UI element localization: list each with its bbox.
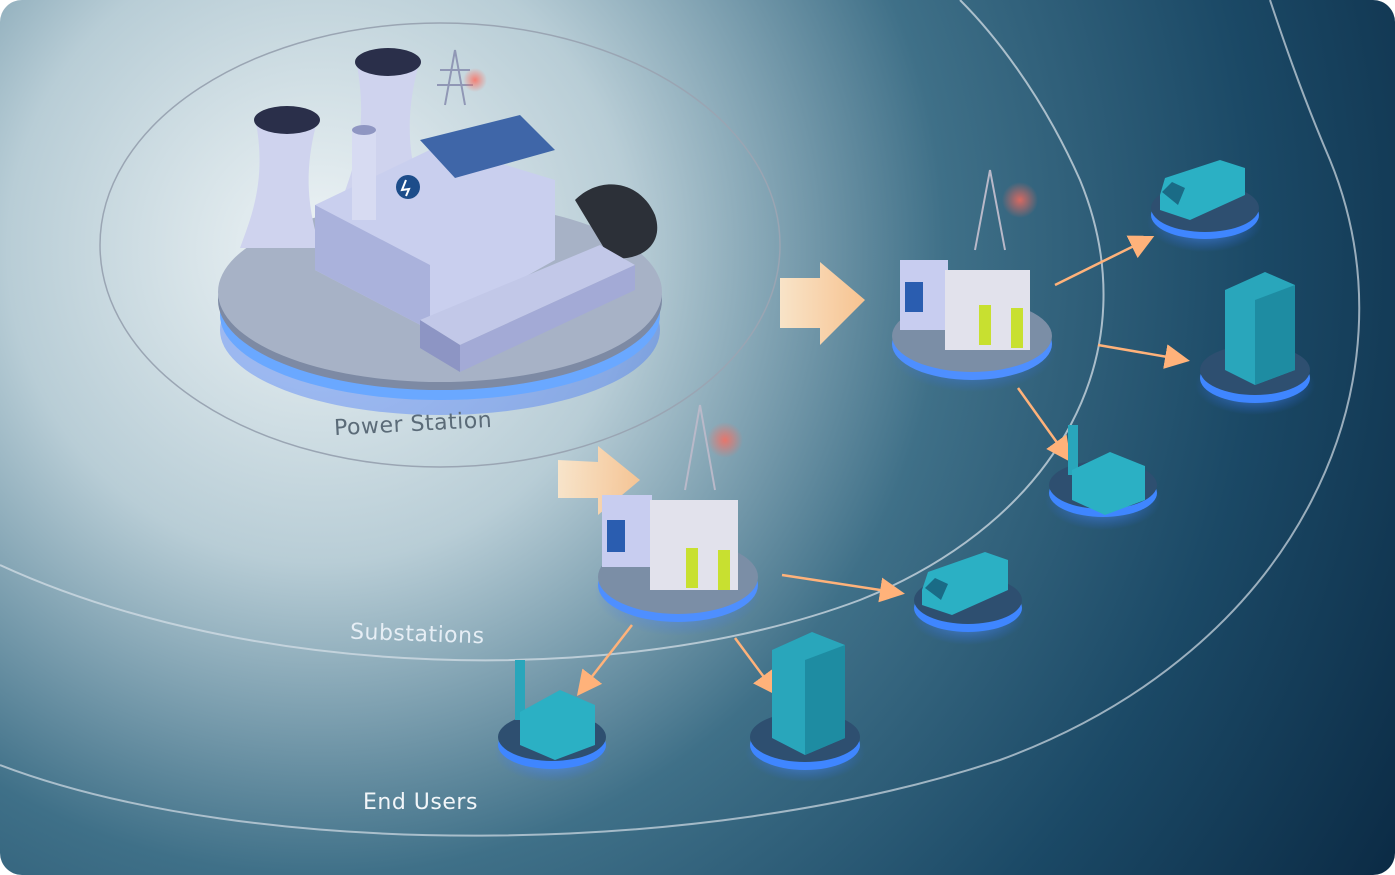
substation-icon xyxy=(888,169,1056,392)
power-plant-icon xyxy=(218,48,662,415)
factory-icon xyxy=(494,660,610,782)
office-building-icon xyxy=(1195,272,1315,415)
flow-arrow-upper xyxy=(780,262,865,345)
distribution-arrows xyxy=(576,235,1190,697)
power-station-ring xyxy=(99,22,781,468)
end-users-ring xyxy=(0,0,1361,837)
substations-label: Substations xyxy=(349,619,485,650)
van-icon xyxy=(910,552,1026,645)
office-building-icon xyxy=(745,632,865,782)
substation-icon xyxy=(594,404,762,636)
flow-arrow-lower xyxy=(558,446,640,515)
factory-icon xyxy=(1045,425,1161,530)
end-users-label: End Users xyxy=(363,790,478,815)
van-icon xyxy=(1147,160,1263,252)
substations-ring xyxy=(0,0,1105,662)
